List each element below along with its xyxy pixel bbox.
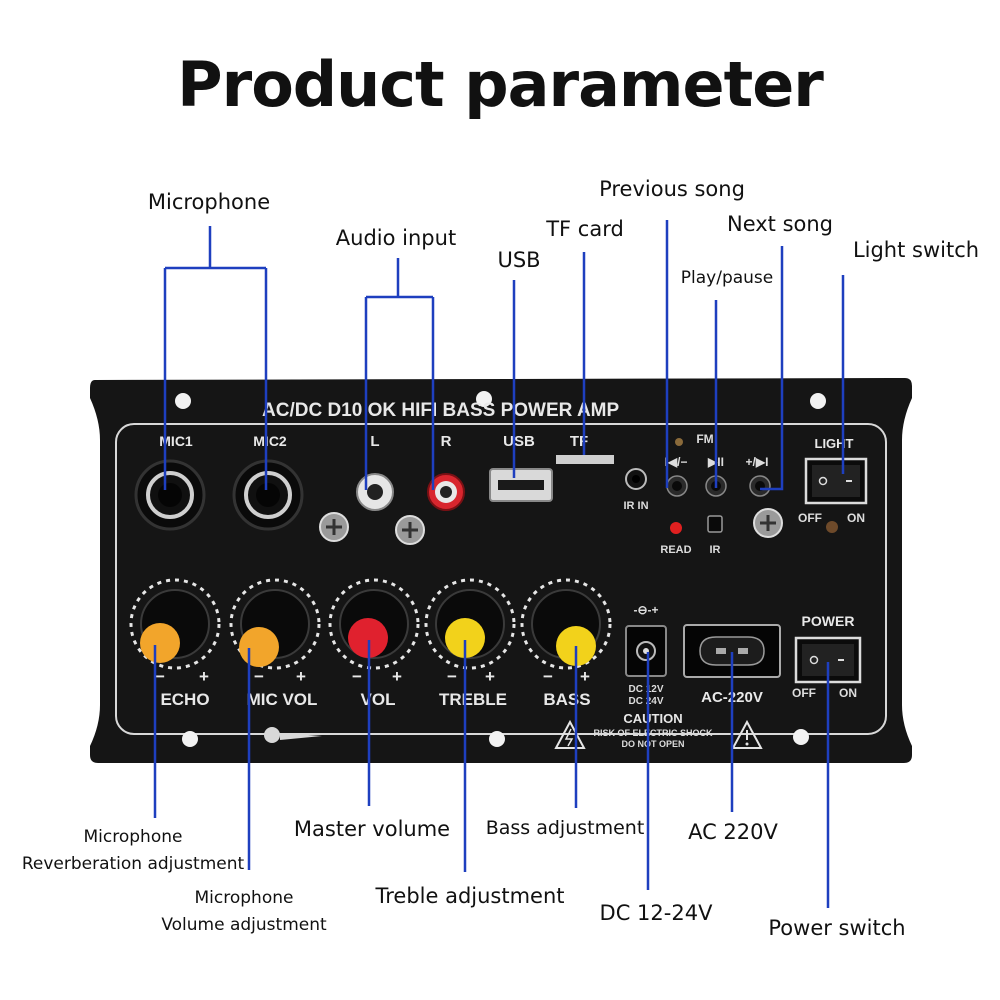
echo-knob[interactable] — [129, 578, 221, 670]
ac-power-socket[interactable] — [683, 624, 781, 678]
callout-usb: USB — [497, 248, 541, 272]
next-song-button[interactable] — [749, 475, 771, 497]
svg-text:+: + — [392, 667, 402, 686]
leader-audio-input — [364, 258, 435, 490]
dc-polarity-symbol: -⊖-+ — [633, 603, 658, 617]
power-label: POWER — [802, 613, 855, 629]
screw-icon — [753, 508, 783, 538]
read-led — [670, 522, 682, 534]
svg-text:−: − — [155, 667, 165, 686]
leader-next-song — [760, 246, 784, 491]
caution-title: CAUTION — [623, 711, 682, 726]
dc-rating-line2: DC 24V — [628, 696, 663, 707]
svg-text:+: + — [485, 667, 495, 686]
callout-next-song: Next song — [726, 212, 834, 236]
svg-text:−: − — [254, 667, 264, 686]
callout-mic-volume: Microphone Volume adjustment — [161, 888, 327, 935]
callout-tf-card: TF card — [546, 217, 624, 241]
mic2-jack[interactable] — [232, 459, 304, 531]
svg-text:+: + — [296, 667, 306, 686]
rca-left-jack[interactable] — [356, 473, 394, 511]
right-channel-label: R — [441, 433, 452, 450]
rca-right-jack[interactable] — [427, 473, 465, 511]
callout-dc-input: DC 12-24V — [599, 901, 713, 925]
callout-power-switch: Power switch — [768, 916, 906, 940]
ir-in-jack[interactable] — [625, 468, 647, 490]
treble-label: TREBLE — [439, 690, 507, 709]
leader-lines — [153, 220, 845, 908]
callout-play-pause: Play/pause — [680, 268, 774, 288]
callout-bass-adjustment: Bass adjustment — [485, 817, 645, 839]
bass-label: BASS — [543, 690, 590, 709]
callout-mic-reverb: Microphone Reverberation adjustment — [21, 827, 245, 874]
usb-label: USB — [503, 433, 535, 450]
ir-in-label: IR IN — [623, 500, 648, 512]
previous-song-button[interactable] — [666, 475, 688, 497]
dc-rating-line1: DC 12V — [628, 684, 663, 695]
echo-label: ECHO — [160, 690, 209, 709]
leader-microphone — [163, 226, 268, 490]
screw-icon — [319, 512, 349, 542]
left-channel-label: L — [370, 433, 379, 450]
mounting-holes — [175, 391, 826, 747]
tf-label: TF — [570, 433, 588, 450]
fm-indicator — [675, 438, 683, 446]
callout-treble-adjustment: Treble adjustment — [375, 884, 565, 908]
mic-vol-label: MIC VOL — [247, 690, 318, 709]
svg-text:+: + — [580, 667, 590, 686]
read-label: READ — [660, 544, 691, 556]
callout-ac-input: AC 220V — [688, 820, 778, 844]
light-rocker-switch[interactable] — [804, 457, 868, 505]
fm-label: FM — [696, 432, 713, 446]
dc-power-jack[interactable] — [625, 625, 667, 677]
warning-triangle-icon — [731, 719, 763, 749]
mic1-jack[interactable] — [134, 459, 206, 531]
mic2-label: MIC2 — [253, 433, 287, 449]
callout-audio-input: Audio input — [335, 226, 457, 250]
screw-icon — [395, 515, 425, 545]
callout-microphone: Microphone — [147, 190, 271, 214]
power-off-label: OFF — [792, 686, 816, 700]
light-label: LIGHT — [815, 436, 854, 451]
mic1-label: MIC1 — [159, 433, 193, 449]
usb-port[interactable] — [489, 468, 553, 502]
prev-button-label: I◀/− — [665, 455, 688, 469]
svg-text:−: − — [543, 667, 553, 686]
tf-card-slot[interactable] — [556, 455, 614, 464]
master-vol-knob[interactable] — [328, 578, 420, 670]
vol-label: VOL — [361, 690, 396, 709]
svg-text:+: + — [199, 667, 209, 686]
caution-text-1: RISK OF ELECTRIC SHOCK — [593, 728, 713, 738]
brand-logo-icon — [264, 727, 322, 743]
panel-header: AC/DC D10 OK HIFI BASS POWER AMP — [262, 400, 619, 421]
ir-sensor — [707, 515, 723, 533]
light-indicator — [826, 521, 838, 533]
caution-text-2: DO NOT OPEN — [621, 739, 684, 749]
light-off-label: OFF — [798, 511, 822, 525]
treble-knob[interactable] — [424, 578, 516, 670]
page-title: Product parameter — [177, 48, 824, 121]
callout-previous-song: Previous song — [599, 177, 745, 201]
power-on-label: ON — [839, 686, 857, 700]
callout-master-volume: Master volume — [293, 817, 451, 841]
next-button-label: +/▶I — [746, 455, 769, 469]
ir-label: IR — [710, 544, 721, 556]
callout-light-switch: Light switch — [852, 238, 980, 262]
svg-text:−: − — [352, 667, 362, 686]
knob-polarity-marks: − + − + − + − + − + — [155, 667, 590, 686]
light-on-label: ON — [847, 511, 865, 525]
svg-text:−: − — [447, 667, 457, 686]
